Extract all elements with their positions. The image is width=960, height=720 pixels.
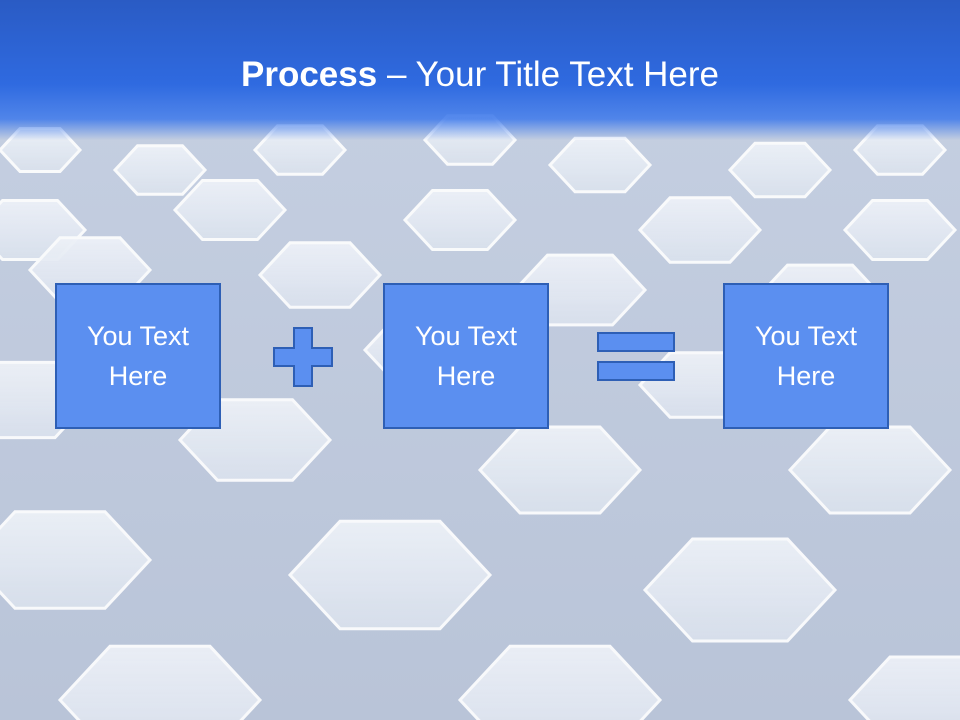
text-box-2-label: You Text Here — [414, 321, 518, 391]
hexagon-shape — [477, 425, 643, 515]
hexagon-shape — [0, 510, 153, 610]
hexagon-shape — [287, 519, 493, 631]
title-bold: Process — [241, 55, 378, 94]
hexagon-shape — [172, 179, 288, 241]
hexagon-shape — [257, 241, 383, 309]
hexagon-shape — [57, 644, 263, 720]
text-box-1[interactable]: You Text Here — [55, 283, 221, 429]
text-box-3[interactable]: You Text Here — [723, 283, 889, 429]
title-bar — [0, 0, 960, 140]
text-box-3-label: You Text Here — [754, 321, 858, 391]
hexagon-shape — [457, 644, 663, 720]
text-box-1-label: You Text Here — [86, 321, 190, 391]
title-rest: – Your Title Text Here — [377, 55, 719, 94]
equals-icon — [597, 332, 675, 381]
hexagon-shape — [787, 425, 953, 515]
text-box-2[interactable]: You Text Here — [383, 283, 549, 429]
hexagon-shape — [112, 144, 208, 196]
hexagon-shape — [842, 199, 958, 261]
hexagon-shape — [637, 196, 763, 264]
hexagon-shape — [847, 655, 960, 720]
hexagon-shape — [402, 189, 518, 251]
hexagon-shape — [727, 141, 833, 199]
plus-icon — [273, 327, 333, 387]
page-title: Process – Your Title Text Here — [0, 52, 960, 98]
hexagon-shape — [642, 537, 838, 643]
